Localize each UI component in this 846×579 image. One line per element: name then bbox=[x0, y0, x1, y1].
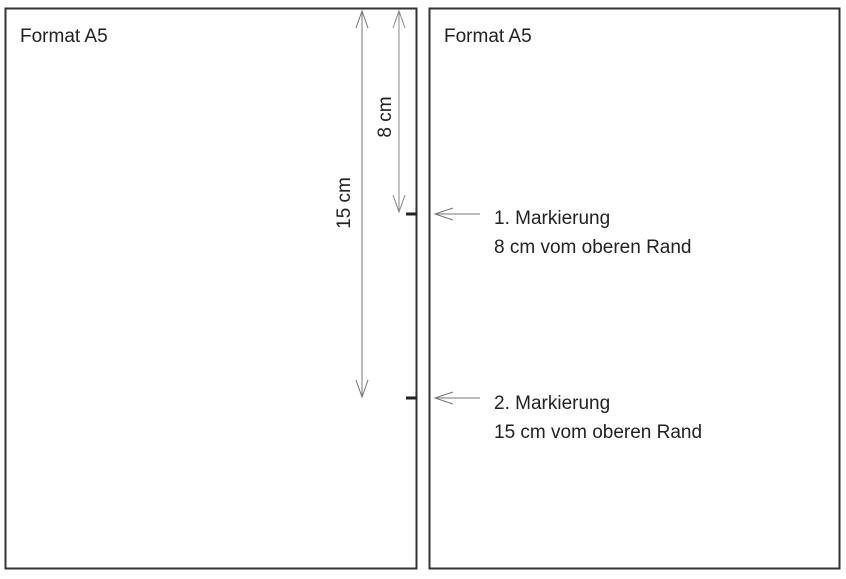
marking-1-title: 1. Markierung bbox=[494, 208, 611, 229]
marking-2-title: 2. Markierung bbox=[494, 393, 611, 414]
marking-2-desc: 15 cm vom oberen Rand bbox=[494, 422, 703, 443]
right-page bbox=[428, 7, 841, 570]
dimension-8cm-arrow bbox=[392, 9, 406, 214]
dimension-15cm-arrow bbox=[355, 9, 369, 399]
left-page-label: Format A5 bbox=[20, 26, 108, 47]
pointer-arrow-2 bbox=[433, 391, 480, 405]
pointer-arrow-1 bbox=[433, 207, 480, 221]
left-page bbox=[4, 7, 418, 570]
marking-1-desc: 8 cm vom oberen Rand bbox=[494, 237, 692, 258]
right-page-label: Format A5 bbox=[444, 26, 532, 47]
dimension-15cm-label: 15 cm bbox=[334, 177, 355, 229]
dimension-8cm-label: 8 cm bbox=[375, 96, 396, 138]
